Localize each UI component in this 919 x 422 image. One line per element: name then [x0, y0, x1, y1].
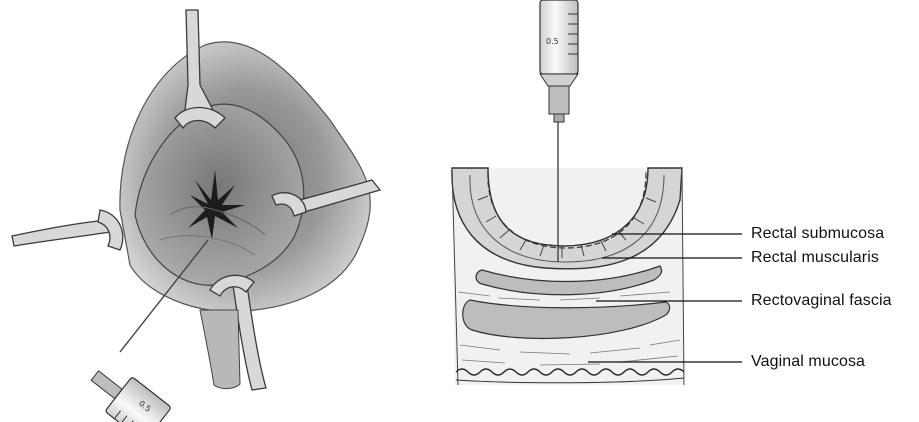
- label-rectal-muscularis: Rectal muscularis: [751, 249, 879, 267]
- syringe-right: 0.5: [540, 0, 578, 122]
- cross-section-illustration: 0.5: [452, 0, 742, 385]
- label-rectovaginal-fascia: Rectovaginal fascia: [751, 292, 892, 310]
- syringe-left: 0.5: [81, 358, 171, 422]
- label-vaginal-mucosa: Vaginal mucosa: [751, 353, 865, 371]
- syringe-marking-right: 0.5: [546, 37, 559, 46]
- surgical-view-illustration: 0.5: [12, 10, 380, 422]
- label-rectal-submucosa: Rectal submucosa: [751, 225, 884, 243]
